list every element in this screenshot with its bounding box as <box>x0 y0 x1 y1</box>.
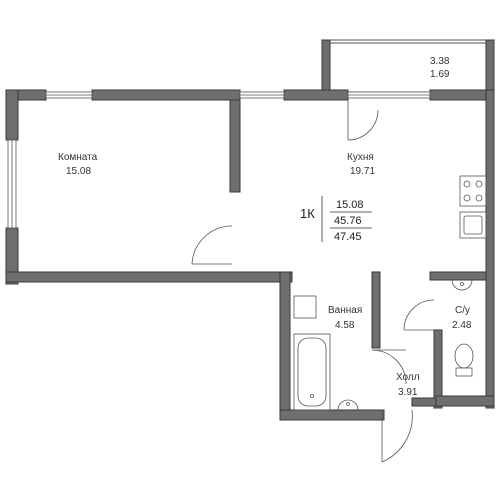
room-name-vannaya: Ванная <box>328 305 362 316</box>
door-wc <box>403 299 435 331</box>
room-area-vannaya: 4.58 <box>335 320 355 331</box>
wall-wc-top-full <box>429 271 487 281</box>
wall-wc-left <box>433 329 443 409</box>
room-name-komnata: Комната <box>58 152 98 163</box>
room-area-holl: 3.91 <box>398 387 418 398</box>
balcony <box>321 39 495 93</box>
washbasin-icon <box>337 399 359 411</box>
wall-top-kitchen <box>283 89 349 101</box>
bathtub-icon <box>293 333 331 411</box>
wall-right <box>485 89 495 409</box>
door-balcony <box>347 109 379 141</box>
toilet-icon <box>454 343 474 369</box>
stove-icon <box>459 175 487 207</box>
wc-sink-icon <box>451 279 473 291</box>
sink-icon <box>459 211 487 239</box>
balcony-outline <box>321 39 495 93</box>
doors <box>191 100 435 463</box>
kitchen-fixtures <box>459 175 487 239</box>
room-area-su: 2.48 <box>452 320 472 331</box>
summary-living-area: 15.08 <box>336 199 364 211</box>
wall-bathroom-left <box>279 271 291 421</box>
door-komnata <box>191 225 233 265</box>
door-bathroom <box>371 349 407 385</box>
windows <box>7 91 431 229</box>
room-area-kuhnya: 19.71 <box>350 166 375 177</box>
room-name-kuhnya: Кухня <box>347 152 374 163</box>
wall-top-middle <box>91 89 241 101</box>
wall-left-upper <box>5 89 19 141</box>
room-labels: Комната 15.08 Кухня 19.71 Ванная 4.58 Хо… <box>58 56 472 398</box>
wall-hall-corner <box>411 397 437 407</box>
wall-partition-komnata-kitchen <box>229 99 241 193</box>
door-entrance <box>381 409 413 463</box>
wall-wc-bottom <box>433 395 495 407</box>
wall-bathroom-bottom <box>279 409 385 421</box>
wall-top-right <box>429 89 495 101</box>
area-summary: 1К 15.08 45.76 47.45 <box>300 196 372 243</box>
wall-bathroom-right-upper <box>371 271 381 349</box>
bathroom-fixtures <box>293 279 474 411</box>
summary-total-area-with-balcony: 47.45 <box>334 231 362 243</box>
room-name-su: С/у <box>455 305 470 316</box>
balcony-area-reduced: 1.69 <box>430 69 450 80</box>
washing-machine-icon <box>293 295 317 319</box>
apartment-type-badge: 1К <box>300 206 315 221</box>
wall-bottom-komnata <box>5 271 293 283</box>
summary-total-area: 45.76 <box>334 215 362 227</box>
room-area-komnata: 15.08 <box>66 166 91 177</box>
room-name-holl: Холл <box>396 372 420 383</box>
walls <box>5 89 495 421</box>
balcony-area: 3.38 <box>430 56 450 67</box>
